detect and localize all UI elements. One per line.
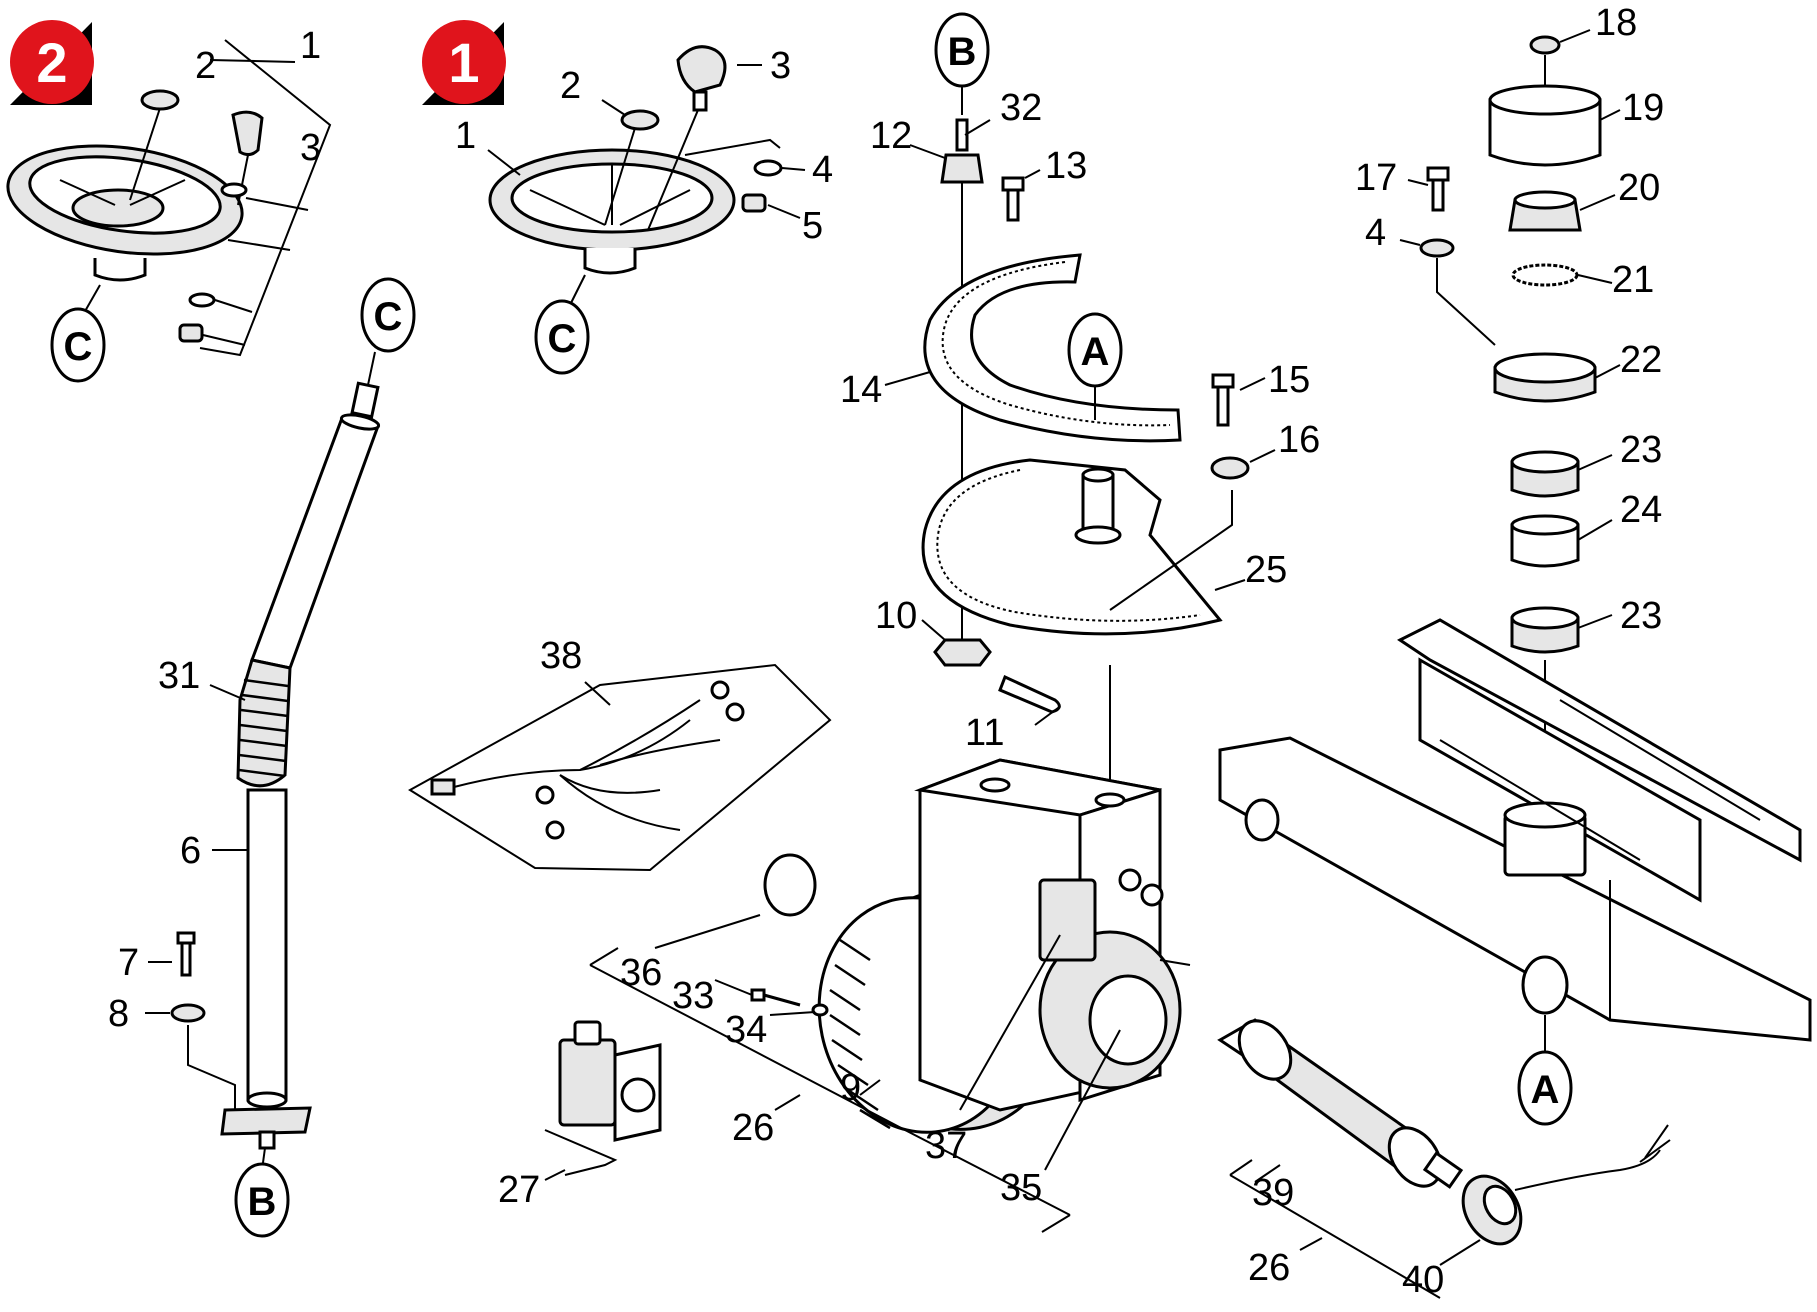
v2-label-2: 2 [195,45,216,87]
label-24: 24 [1620,489,1662,531]
ref-b-column: B [248,1180,277,1224]
label-23a: 23 [1620,429,1662,471]
label-17: 17 [1355,157,1397,199]
label-37: 37 [925,1125,967,1167]
ring-gear-group: B A 32 12 13 14 [840,12,1287,754]
label-8: 8 [108,993,129,1035]
valve-group: 27 [498,1020,662,1211]
label-36: 36 [620,952,662,994]
label-40: 40 [1402,1259,1444,1301]
ref-a-gear: A [1081,330,1110,374]
ref-c-variant1: C [548,317,577,361]
variant-badge-2: 2 [10,20,94,105]
label-34: 34 [725,1009,767,1051]
oring-screws-group: 36 33 34 26 [589,853,1071,1233]
ref-c-column: C [374,295,403,339]
label-12: 12 [870,115,912,157]
label-31: 31 [158,655,200,697]
label-27: 27 [498,1169,540,1211]
bolt-washer-group: 15 16 [1109,359,1320,611]
label-5: 5 [802,205,823,247]
label-38: 38 [540,635,582,677]
label-18: 18 [1595,2,1637,44]
label-2: 2 [560,65,581,107]
label-33: 33 [672,975,714,1017]
label-22: 22 [1620,339,1662,381]
label-7: 7 [118,942,139,984]
v2-label-3: 3 [300,127,321,169]
wire-harness-group: 38 [408,635,832,872]
label-3: 3 [770,45,791,87]
label-19: 19 [1622,87,1664,129]
label-10: 10 [875,595,917,637]
label-35: 35 [1000,1167,1042,1209]
steering-column-group: C B 31 [108,277,416,1238]
armature-group: 39 26 40 [1217,1018,1671,1301]
label-32: 32 [1000,87,1042,129]
label-4: 4 [812,149,833,191]
variant-1-steering-group: 1 2 3 4 5 C [455,45,833,375]
kingpin-stack-group: 18 19 20 21 22 23 24 23 17 4 [1355,2,1664,820]
label-23b: 23 [1620,595,1662,637]
variant-badge-1: 1 [422,20,506,105]
label-6: 6 [180,830,201,872]
label-26a: 26 [732,1107,774,1149]
label-14: 14 [840,369,882,411]
variant-badge-2-number: 2 [36,31,67,94]
ref-a-frame: A [1531,1068,1560,1112]
label-11: 11 [965,712,1004,754]
variant-badge-1-number: 1 [448,31,479,94]
frame-group: A [1218,618,1812,1126]
label-1: 1 [455,115,476,157]
label-4b: 4 [1365,212,1386,254]
variant-2-steering-group: 1 2 3 C [6,25,332,383]
label-39: 39 [1252,1172,1294,1214]
label-21: 21 [1612,259,1654,301]
label-20: 20 [1618,167,1660,209]
label-25: 25 [1245,549,1287,591]
ref-b-gear: B [948,30,977,74]
label-9: 9 [840,1067,861,1109]
v2-label-1: 1 [300,25,321,67]
ref-c-variant2: C [64,325,93,369]
drive-unit-group: 9 37 35 [817,758,1191,1209]
label-16: 16 [1278,419,1320,461]
label-13: 13 [1045,145,1087,187]
label-26b: 26 [1248,1247,1290,1289]
label-15: 15 [1268,359,1310,401]
